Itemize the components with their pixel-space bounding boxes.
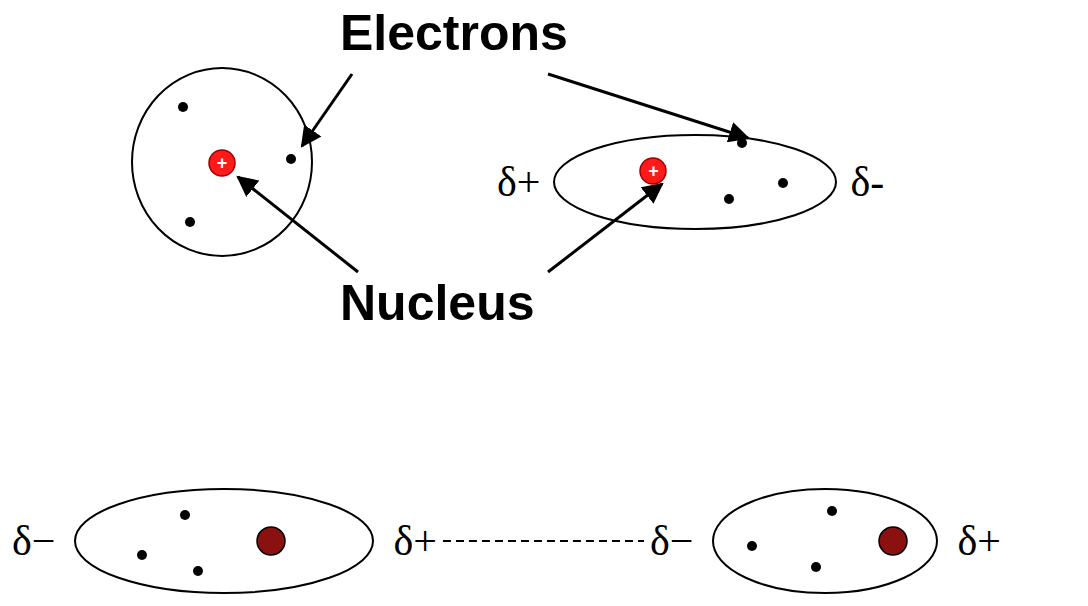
atom-outline: [75, 489, 373, 593]
atom-dipole: δ− δ+: [650, 486, 1001, 596]
charge-sign: +: [217, 154, 228, 172]
electron-dot: [737, 138, 747, 148]
charge-sign: +: [648, 162, 659, 180]
charge-label: δ+: [497, 161, 540, 203]
atom-shell: [552, 132, 838, 232]
atom-dipole: δ+ δ-: [497, 132, 884, 232]
leader-arrow: [238, 177, 358, 272]
electron-dot: [747, 541, 757, 551]
charge-label: δ−: [12, 520, 55, 562]
nucleus: [257, 527, 285, 555]
charge-label: δ+: [957, 520, 1000, 562]
atom-outline: [711, 486, 939, 596]
electron-dot: [193, 566, 203, 576]
electron-dot: [778, 178, 788, 188]
electron-dot: [811, 562, 821, 572]
callout-label: Nucleus: [340, 276, 535, 331]
leader-arrow: [302, 74, 352, 146]
atom-shell: [711, 486, 939, 596]
electron-dot: [724, 194, 734, 204]
charge-label: δ−: [650, 520, 693, 562]
charge-label: δ-: [850, 161, 884, 203]
atom-outline: [73, 486, 375, 596]
callout-label: Electrons: [340, 6, 568, 61]
atom-outline: [554, 135, 836, 229]
atom-shell: [73, 486, 375, 596]
electron-dot: [137, 550, 147, 560]
electron-dot: [178, 102, 188, 112]
atom-dipole: δ− δ+: [12, 486, 437, 596]
electron-dot: [185, 217, 195, 227]
nucleus: [879, 527, 907, 555]
charge-label: δ+: [393, 520, 436, 562]
atom-outline: [552, 132, 838, 232]
electron-dot: [180, 510, 190, 520]
electron-dot: [286, 154, 296, 164]
dipole-attraction: [443, 540, 644, 542]
leader-arrow: [548, 74, 748, 138]
leader-arrow: [548, 184, 662, 272]
atom-outline: [132, 68, 312, 256]
atom-outline: [713, 489, 937, 593]
nucleus: [640, 158, 666, 184]
electron-dot: [827, 506, 837, 516]
nucleus: [209, 150, 235, 176]
